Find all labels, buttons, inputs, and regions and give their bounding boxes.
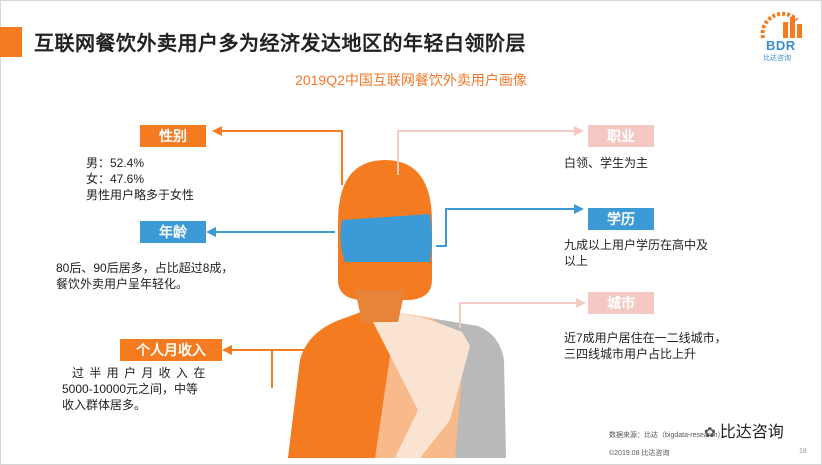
city-line-1: 近7成用户居住在一二线城市， — [564, 331, 727, 345]
tag-education: 学历 — [588, 208, 654, 230]
tag-gender: 性别 — [140, 125, 206, 147]
connector-city — [459, 302, 580, 328]
bdr-logo: BDR 比达咨询 — [757, 11, 809, 62]
tag-income: 个人月收入 — [120, 339, 222, 361]
page-title: 互联网餐饮外卖用户多为经济发达地区的年轻白领阶层 — [34, 33, 526, 55]
occupation-line-1: 白领、学生为主 — [564, 156, 649, 170]
wechat-name: 比达咨询 — [719, 424, 784, 441]
tag-age: 年龄 — [140, 221, 206, 243]
gender-line-2: 女：47.6% — [86, 172, 145, 186]
data-source: 数据来源：比达（bigdata-research） — [609, 432, 725, 439]
wechat-watermark: ✿比达咨询 — [704, 418, 784, 442]
figure-visor-blue — [340, 214, 432, 262]
gender-line-3: 男性用户略多于女性 — [86, 188, 195, 202]
city-line-2: 三四线城市用户占比上升 — [564, 347, 697, 361]
page-number: 18 — [799, 448, 807, 455]
logo-text: BDR — [766, 38, 796, 53]
age-line-1: 80后、90后居多，占比超过8成， — [56, 261, 234, 275]
connector-gender — [218, 130, 343, 185]
wechat-icon: ✿ — [704, 424, 716, 440]
tag-occupation: 职业 — [588, 125, 654, 147]
income-line-2: 5000-10000元之间，中等 — [62, 382, 199, 396]
education-line-2: 以上 — [564, 254, 589, 268]
figure-body-orange — [288, 312, 395, 458]
gender-line-1: 男：52.4% — [86, 156, 145, 170]
tag-city: 城市 — [588, 292, 654, 314]
logo-subtext: 比达咨询 — [763, 55, 791, 62]
education-line-1: 九成以上用户学历在高中及 — [564, 238, 709, 252]
income-line-3: 收入群体居多。 — [62, 398, 147, 412]
age-line-2: 餐饮外卖用户呈年轻化。 — [56, 277, 189, 291]
title-accent-bar — [0, 27, 22, 57]
bdr-logo-icon — [760, 11, 802, 39]
chart-subtitle: 2019Q2中国互联网餐饮外卖用户画像 — [295, 72, 527, 88]
figure-sash-white — [372, 312, 470, 458]
figure-neck — [355, 290, 405, 322]
connector-education — [436, 208, 578, 247]
connector-occupation — [397, 130, 578, 175]
income-line-1: 过 半 用 户 月 收 入 在 — [72, 366, 207, 380]
copyright: ©2019.08 比达咨询 — [609, 450, 670, 457]
